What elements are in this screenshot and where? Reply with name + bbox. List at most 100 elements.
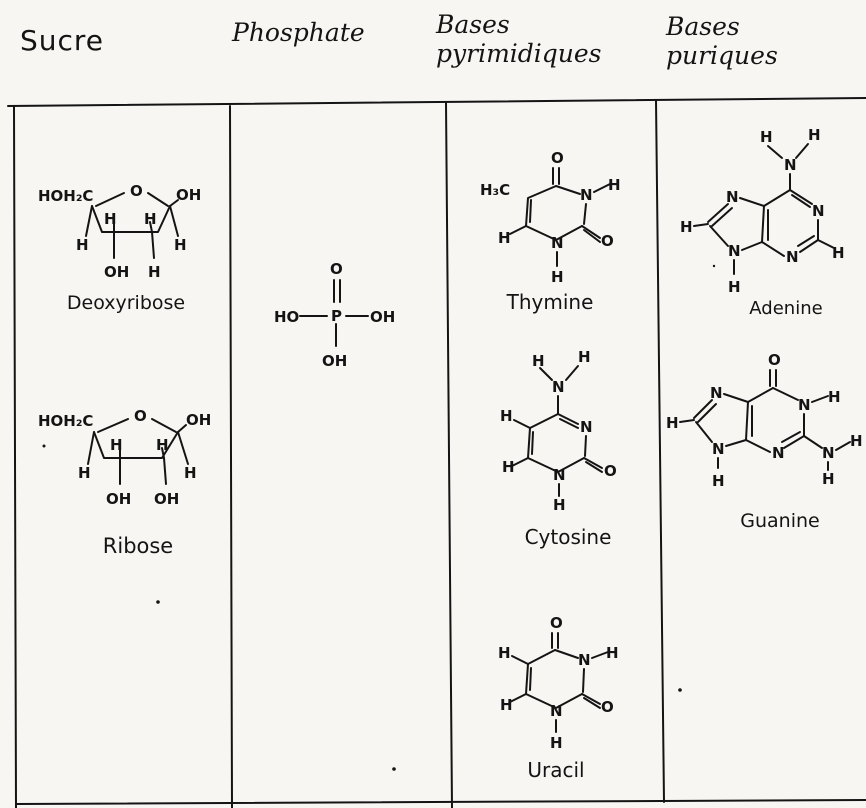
bond [583, 203, 587, 225]
bond [97, 418, 129, 433]
deoxy-ch2-atom: HOH₂C [38, 187, 93, 205]
adenine-h-a: H [760, 128, 773, 146]
ribose-h2: H [156, 436, 169, 454]
bond [693, 223, 709, 227]
bond [177, 431, 189, 465]
adenine-n7: N [726, 188, 739, 206]
phosphate-oh-bottom: OH [322, 352, 347, 370]
bond [509, 693, 527, 703]
bond [509, 225, 527, 235]
phosphate-oh-right: OH [370, 308, 395, 326]
bond [149, 221, 153, 233]
cytosine-h5: H [500, 407, 513, 425]
bond [582, 668, 585, 693]
header-pur-line2: puriques [666, 41, 778, 70]
bond [555, 185, 581, 195]
grid-top-line [7, 97, 866, 107]
cytosine-h-a: H [532, 352, 545, 370]
phosphate-ho-left: HO [274, 308, 299, 326]
thymine-o-top: O [551, 149, 564, 167]
stray-dot [42, 444, 46, 448]
ribose-ring-oxygen: O [134, 407, 147, 425]
guanine-h-b: H [822, 470, 835, 488]
uracil-h5: H [498, 644, 511, 662]
bond [584, 435, 587, 457]
header-phosphate: Phosphate [232, 18, 365, 48]
double-bond [781, 431, 801, 443]
bond [767, 145, 783, 159]
uracil-h6: H [500, 696, 513, 714]
deoxy-h2: H [144, 210, 157, 228]
adenine-n-amino: N [784, 156, 797, 174]
cytosine-h-b: H [578, 348, 591, 366]
thymine-o2: O [601, 232, 614, 250]
guanine-h-a: H [850, 432, 863, 450]
bond [693, 399, 713, 419]
deoxy-ring-oxygen: O [130, 182, 143, 200]
bond [583, 457, 603, 469]
ring-double-bond [529, 667, 532, 691]
stray-dot [678, 688, 682, 692]
cytosine-h6: H [502, 458, 515, 476]
bond [151, 231, 155, 259]
deoxy-oh-right: OH [176, 186, 201, 204]
bond [554, 649, 579, 659]
bond [591, 651, 609, 659]
uracil-h-n1: H [550, 734, 563, 752]
bond [593, 183, 611, 193]
thymine-n1: N [551, 234, 564, 252]
bond [695, 421, 713, 443]
cytosine-n3: N [580, 418, 593, 436]
bond [559, 418, 579, 429]
thymine-methyl: H₃C [480, 181, 510, 199]
bond [557, 413, 579, 425]
uracil-n3: N [578, 651, 591, 669]
adenine-h8: H [680, 218, 693, 236]
header-phosphate-text: Phosphate [232, 18, 365, 47]
cytosine-h-n1: H [553, 496, 566, 514]
cytosine-o2: O [604, 462, 617, 480]
grid-left-line [13, 105, 17, 808]
stray-dot [392, 767, 396, 771]
adenine-h-n9: H [728, 278, 741, 296]
thymine-h6: H [498, 229, 511, 247]
deoxy-h4: H [174, 236, 187, 254]
bond [169, 199, 179, 207]
ribose-ch2-atom: HOH₂C [38, 412, 93, 430]
thymine-label: Thymine [506, 290, 594, 314]
ribose-h1: H [110, 436, 123, 454]
ring-bonds [93, 431, 179, 459]
guanine-h8: H [666, 414, 679, 432]
stray-dot [712, 264, 716, 268]
bond [811, 395, 829, 403]
deoxy-h3: H [76, 236, 89, 254]
guanine-n-amino: N [822, 444, 835, 462]
guanine-h-n1: H [828, 388, 841, 406]
header-sucre-text: Sucre [20, 24, 105, 57]
bond [169, 205, 179, 237]
bond [539, 367, 553, 381]
double-bond [711, 207, 733, 227]
deoxyribose-label: Deoxyribose [66, 292, 186, 314]
deoxy-h-bottom: H [148, 263, 161, 281]
guanine-n7: N [710, 384, 723, 402]
header-pyr-line2: pyrimidiques [436, 39, 602, 68]
double-bond [791, 194, 811, 208]
bond [803, 435, 823, 449]
bond [679, 419, 695, 423]
bond [177, 424, 187, 433]
header-bases-pyrimidiques: Bases pyrimidiques [436, 10, 602, 68]
grid-divider-3 [655, 99, 665, 803]
bond [513, 419, 531, 429]
guanine-n1: N [798, 396, 811, 414]
bond [799, 239, 819, 253]
bond [511, 457, 529, 467]
adenine-n1: N [812, 202, 825, 220]
